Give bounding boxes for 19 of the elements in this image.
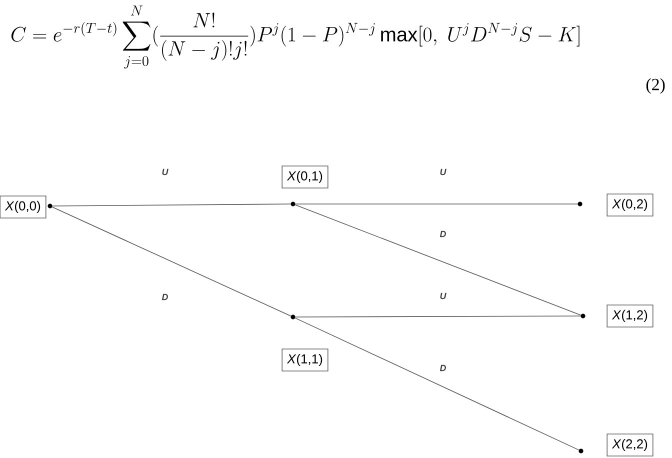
state-box: X(1,2) [606, 304, 654, 328]
branch-line [294, 318, 580, 450]
edge-label: U [438, 168, 448, 176]
edge-label: D [438, 364, 448, 372]
branch-line [52, 206, 292, 316]
branch-line [295, 316, 581, 318]
state-box: X(0,0) [0, 196, 46, 218]
branch-line [52, 204, 291, 206]
state-box: X(1,1) [282, 348, 328, 372]
state-box: X(0,2) [606, 194, 654, 216]
edge-label: D [160, 292, 170, 302]
equation-number: (2) [646, 78, 665, 94]
edge-label: D [438, 230, 448, 238]
state-box: X(0,1) [282, 166, 328, 188]
state-box: X(2,2) [606, 434, 654, 456]
branch-line [294, 204, 582, 316]
edge-label: U [438, 292, 448, 300]
formula: $C= e^{-r(T-t)}\sum_{j=0}^{N}(\frac{N!}{(N-j)!j!})P^{j}(1-P)^{N-j}\max[0,\ U^{j}D^{N-j}S-K]$ [11, 6, 580, 69]
edge-label: U [160, 168, 170, 176]
